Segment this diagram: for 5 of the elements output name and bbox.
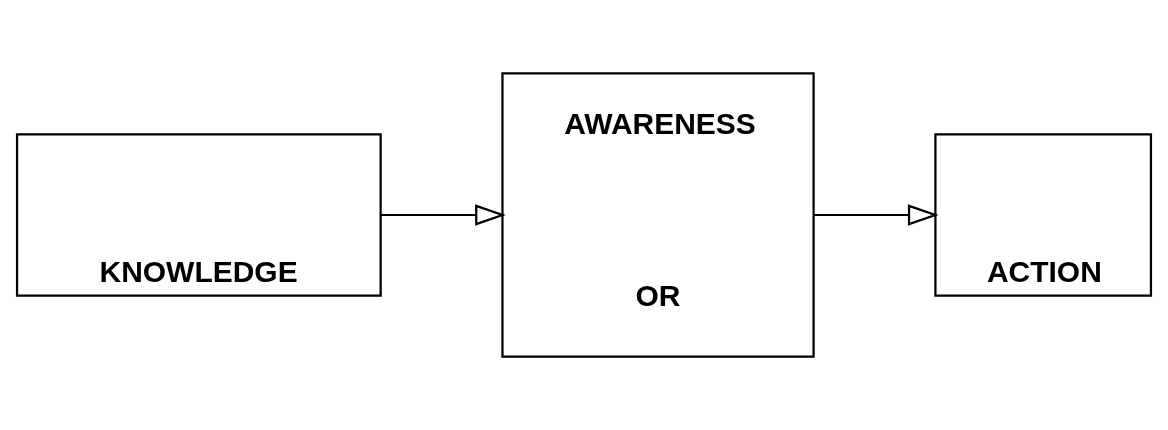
arrow [813,204,939,226]
node-box: KNOWLEDGE [15,133,382,297]
arrow [380,204,506,226]
node-box: ACTION [934,133,1153,297]
node-box: AWARENESS OR [501,72,815,358]
